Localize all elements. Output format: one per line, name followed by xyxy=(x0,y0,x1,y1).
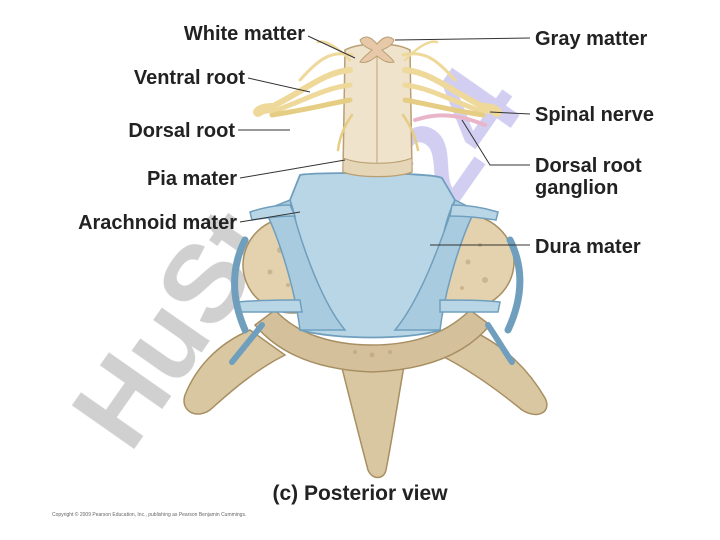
right-bottom-nerve xyxy=(485,322,515,365)
leader-white-matter xyxy=(307,35,356,59)
left-root-bundle-2 xyxy=(269,82,353,115)
pia-mater-band xyxy=(342,157,413,177)
leader-gray-matter xyxy=(394,37,531,41)
figure-caption: (c) Posterior view xyxy=(272,482,448,505)
leader-lines xyxy=(238,35,531,246)
label-ventral-root: Ventral root xyxy=(133,67,245,89)
right-root-bundle-1 xyxy=(402,67,483,108)
left-lower-root-sleeve xyxy=(237,299,303,313)
right-root-fibers-top xyxy=(401,52,457,82)
label-pia-mater: Pia mater xyxy=(146,168,237,190)
right-pink-root xyxy=(413,113,487,127)
label-white-matter: White matter xyxy=(183,23,305,45)
label-dorsal-root: Dorsal root xyxy=(128,120,235,142)
leader-pia-mater xyxy=(239,159,346,179)
leader-arachnoid xyxy=(239,211,301,223)
right-root-bundle-3 xyxy=(402,97,486,118)
label-gray-matter: Gray matter xyxy=(535,28,648,50)
leader-spinal-nerve xyxy=(489,111,531,115)
left-spinal-nerve-hook xyxy=(231,236,249,334)
right-lower-root-sleeve xyxy=(439,299,501,313)
right-spinal-nerve-hook xyxy=(504,236,524,334)
leader-ventral-root xyxy=(247,77,311,93)
spinal-cord xyxy=(342,36,413,178)
left-dorsal-root-ganglion xyxy=(253,103,277,117)
meninges xyxy=(229,172,524,365)
label-dorsal-root-ganglion-line1: Dorsal root xyxy=(535,155,642,177)
copyright-notice: Copyright © 2009 Pearson Education, Inc.… xyxy=(52,512,247,518)
left-bottom-nerve xyxy=(229,322,265,365)
right-dorsal-root-ganglion xyxy=(478,103,502,117)
dura-flap-left xyxy=(263,198,347,331)
right-upper-root-sleeve xyxy=(449,204,499,221)
leader-dorsal-root-ganglion xyxy=(461,119,530,166)
label-spinal-nerve: Spinal nerve xyxy=(535,104,654,126)
gray-matter-butterfly xyxy=(359,36,395,63)
left-descending-roots xyxy=(336,113,354,152)
right-descending-roots xyxy=(401,113,420,152)
label-arachnoid-mater: Arachnoid mater xyxy=(78,212,237,234)
label-dorsal-root-ganglion-line2: ganglion xyxy=(535,177,619,199)
left-transverse-process xyxy=(183,329,287,415)
label-dura-mater: Dura mater xyxy=(535,236,641,258)
nerve-roots xyxy=(253,40,502,152)
left-root-bundle-3 xyxy=(269,97,353,118)
spinous-process xyxy=(339,359,406,479)
right-root-bundle-2 xyxy=(402,82,486,115)
right-root-fibers-top-2 xyxy=(403,40,439,62)
left-root-bundle-1 xyxy=(272,67,353,108)
